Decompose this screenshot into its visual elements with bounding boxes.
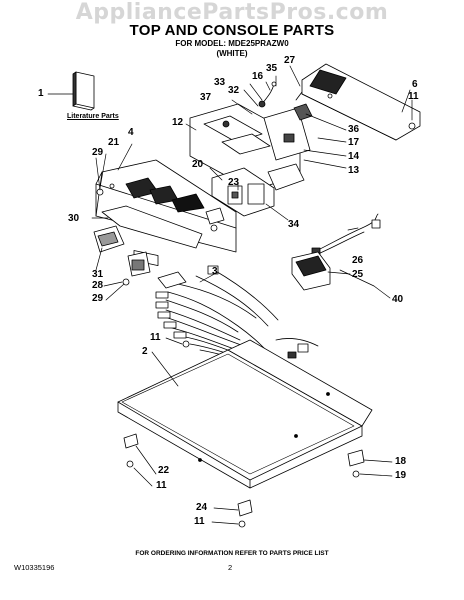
callout-11b: 11 xyxy=(150,332,161,343)
clip-18 xyxy=(347,449,365,467)
leader-lines xyxy=(47,65,413,525)
callout-26: 26 xyxy=(352,255,364,266)
callout-3: 3 xyxy=(212,266,218,277)
callout-4: 4 xyxy=(128,127,134,138)
page-number: 2 xyxy=(228,563,233,572)
callout-27: 27 xyxy=(284,55,296,66)
model-color: (WHITE) xyxy=(216,49,248,58)
callout-28: 28 xyxy=(92,280,104,291)
ordering-note: FOR ORDERING INFORMATION REFER TO PARTS … xyxy=(135,550,329,557)
literature-parts-label: Literature Parts xyxy=(67,113,119,120)
callout-13: 13 xyxy=(348,165,360,176)
callout-30: 30 xyxy=(68,213,80,224)
screw-19 xyxy=(352,470,360,478)
page-title: TOP AND CONSOLE PARTS xyxy=(129,22,335,39)
rear-bracket xyxy=(301,63,421,141)
callout-20: 20 xyxy=(192,159,204,170)
top-panel xyxy=(117,339,373,489)
electronic-control xyxy=(211,163,305,217)
callout-21: 21 xyxy=(108,137,120,148)
board-bracket xyxy=(263,107,311,161)
clip-22 xyxy=(123,433,139,449)
screw-11c xyxy=(126,460,134,468)
bracket-31 xyxy=(93,225,125,253)
callout-14: 14 xyxy=(348,151,360,162)
callout-32: 32 xyxy=(228,85,240,96)
callout-36: 36 xyxy=(348,124,360,135)
harness-35 xyxy=(258,81,277,108)
callout-34: 34 xyxy=(288,219,300,230)
callout-33: 33 xyxy=(214,77,226,88)
callout-11a: 11 xyxy=(408,91,419,102)
screw-29b xyxy=(122,278,130,286)
literature-booklet xyxy=(72,71,95,111)
callout-29b: 29 xyxy=(92,293,104,304)
callout-25: 25 xyxy=(352,269,364,280)
callout-29a: 29 xyxy=(92,147,104,158)
watermark: AppliancePartsPros.com xyxy=(75,0,389,25)
callout-11c: 11 xyxy=(156,480,167,491)
callout-12: 12 xyxy=(172,117,184,128)
clip-24 xyxy=(237,499,253,517)
callout-31: 31 xyxy=(92,269,104,280)
screw-11b xyxy=(182,340,190,348)
callout-22: 22 xyxy=(158,465,170,476)
module-25 xyxy=(291,251,331,291)
switch-36 xyxy=(293,91,313,121)
console-panel xyxy=(95,159,237,253)
callout-19: 19 xyxy=(395,470,407,481)
callout-11d: 11 xyxy=(194,516,205,527)
callout-40: 40 xyxy=(392,294,404,305)
model-info: FOR MODEL: MDE25PRAZW0 (WHITE) xyxy=(0,39,464,59)
callout-24: 24 xyxy=(196,502,208,513)
callout-2: 2 xyxy=(142,346,148,357)
callout-1: 1 xyxy=(38,88,44,99)
knob-28 xyxy=(127,251,151,277)
wire-harness-26 xyxy=(311,213,381,257)
callout-6: 6 xyxy=(412,79,418,90)
callout-35: 35 xyxy=(266,63,278,74)
callout-23: 23 xyxy=(228,177,240,188)
callout-37: 37 xyxy=(200,92,212,103)
document-number: W10335196 xyxy=(14,563,55,572)
screw-11d xyxy=(238,520,246,528)
callout-18: 18 xyxy=(395,456,407,467)
callout-17: 17 xyxy=(348,137,360,148)
callout-16: 16 xyxy=(252,71,264,82)
model-number: FOR MODEL: MDE25PRAZW0 xyxy=(175,39,289,48)
